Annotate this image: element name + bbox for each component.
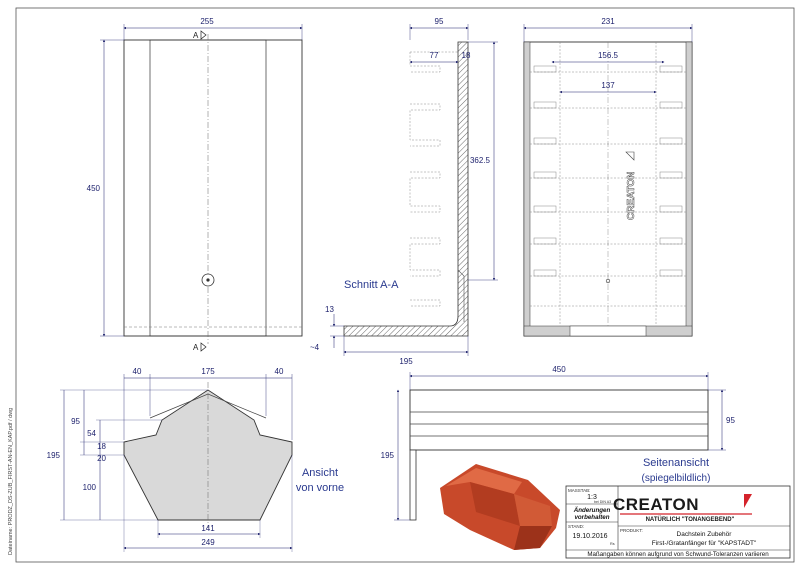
- dim-231: 231: [601, 17, 615, 26]
- dim-362-5: 362.5: [470, 156, 491, 165]
- section-marker-top: A: [193, 31, 199, 40]
- dim-height-450: 450: [87, 184, 101, 193]
- section-label: Schnitt A-A: [344, 279, 399, 291]
- side-view: 450 95 195 Seitenansicht (spiegelbildlic…: [381, 365, 735, 521]
- dim-18-elev: 18: [97, 442, 106, 451]
- dim-13: 13: [325, 305, 334, 314]
- dim-95-elev: 95: [71, 417, 80, 426]
- aenderungen-1: Änderungen: [573, 507, 611, 514]
- massstab-note: bei DIN A3: [594, 500, 611, 504]
- dim-95: 95: [435, 17, 444, 26]
- massstab-label: MASSTAB:: [568, 488, 590, 493]
- section-view: 95 77 18 362.5 Schnitt A-A 13 ~4 195: [310, 17, 498, 366]
- dim-54: 54: [87, 429, 96, 438]
- stand-suffix: Rs: [610, 542, 615, 546]
- dim-137: 137: [601, 81, 615, 90]
- title-block: MASSTAB: 1:3 bei DIN A3 Änderungen vorbe…: [565, 485, 791, 559]
- front-label-2: von vorne: [296, 482, 344, 494]
- dim-18: 18: [462, 51, 471, 60]
- dim-4: ~4: [310, 343, 320, 352]
- front-label-1: Ansicht: [302, 467, 338, 479]
- aenderungen-2: vorbehalten: [574, 514, 609, 521]
- dim-249: 249: [201, 538, 215, 547]
- dim-77: 77: [430, 51, 439, 60]
- back-logo-text: CREATON: [626, 171, 637, 220]
- front-elevation: 40 175 40 95 54 18 20 195 100 141 249 An…: [47, 367, 344, 552]
- dim-450-side: 450: [552, 365, 566, 374]
- dim-width-255: 255: [200, 17, 214, 26]
- dim-20: 20: [97, 454, 106, 463]
- dim-100: 100: [83, 483, 97, 492]
- side-label-2: (spiegelbildlich): [642, 473, 711, 484]
- brand-logo: CREATON: [613, 495, 699, 514]
- back-view: CREATON 231 156.5 137: [523, 17, 693, 337]
- dim-141: 141: [201, 524, 215, 533]
- stand-label: STAND:: [568, 524, 584, 529]
- dim-95-side: 95: [726, 416, 735, 425]
- dim-156-5: 156.5: [598, 51, 619, 60]
- brand-mark-icon: [744, 494, 752, 508]
- filename-vertical: Dateiname: PRODZ_DS-ZUB_FIRST-AN-EN_KAP.…: [8, 408, 14, 555]
- produkt-line-2: First-/Gratanfänger für "KAPSTADT": [652, 540, 757, 547]
- tile-product-image: [440, 464, 560, 550]
- brand-tagline: NATÜRLICH "TONANGEBEND": [646, 516, 735, 523]
- dim-175: 175: [201, 367, 215, 376]
- produkt-line-1: Dachstein Zubehör: [677, 531, 733, 538]
- sheet-border: [15, 7, 795, 563]
- footer-note: Maßangaben können aufgrund von Schwund-T…: [587, 551, 769, 558]
- dim-195-side: 195: [381, 451, 395, 460]
- dim-195-elev: 195: [47, 451, 61, 460]
- massstab-value: 1:3: [587, 494, 597, 501]
- top-view: 255 450 A A: [87, 17, 303, 352]
- produkt-label: PRODUKT:: [620, 528, 643, 533]
- dim-195-section: 195: [399, 357, 413, 366]
- stand-value: 19.10.2016: [572, 533, 607, 540]
- dim-40-right: 40: [275, 367, 284, 376]
- side-label-1: Seitenansicht: [643, 457, 709, 469]
- section-marker-bottom: A: [193, 343, 199, 352]
- dim-40-left: 40: [133, 367, 142, 376]
